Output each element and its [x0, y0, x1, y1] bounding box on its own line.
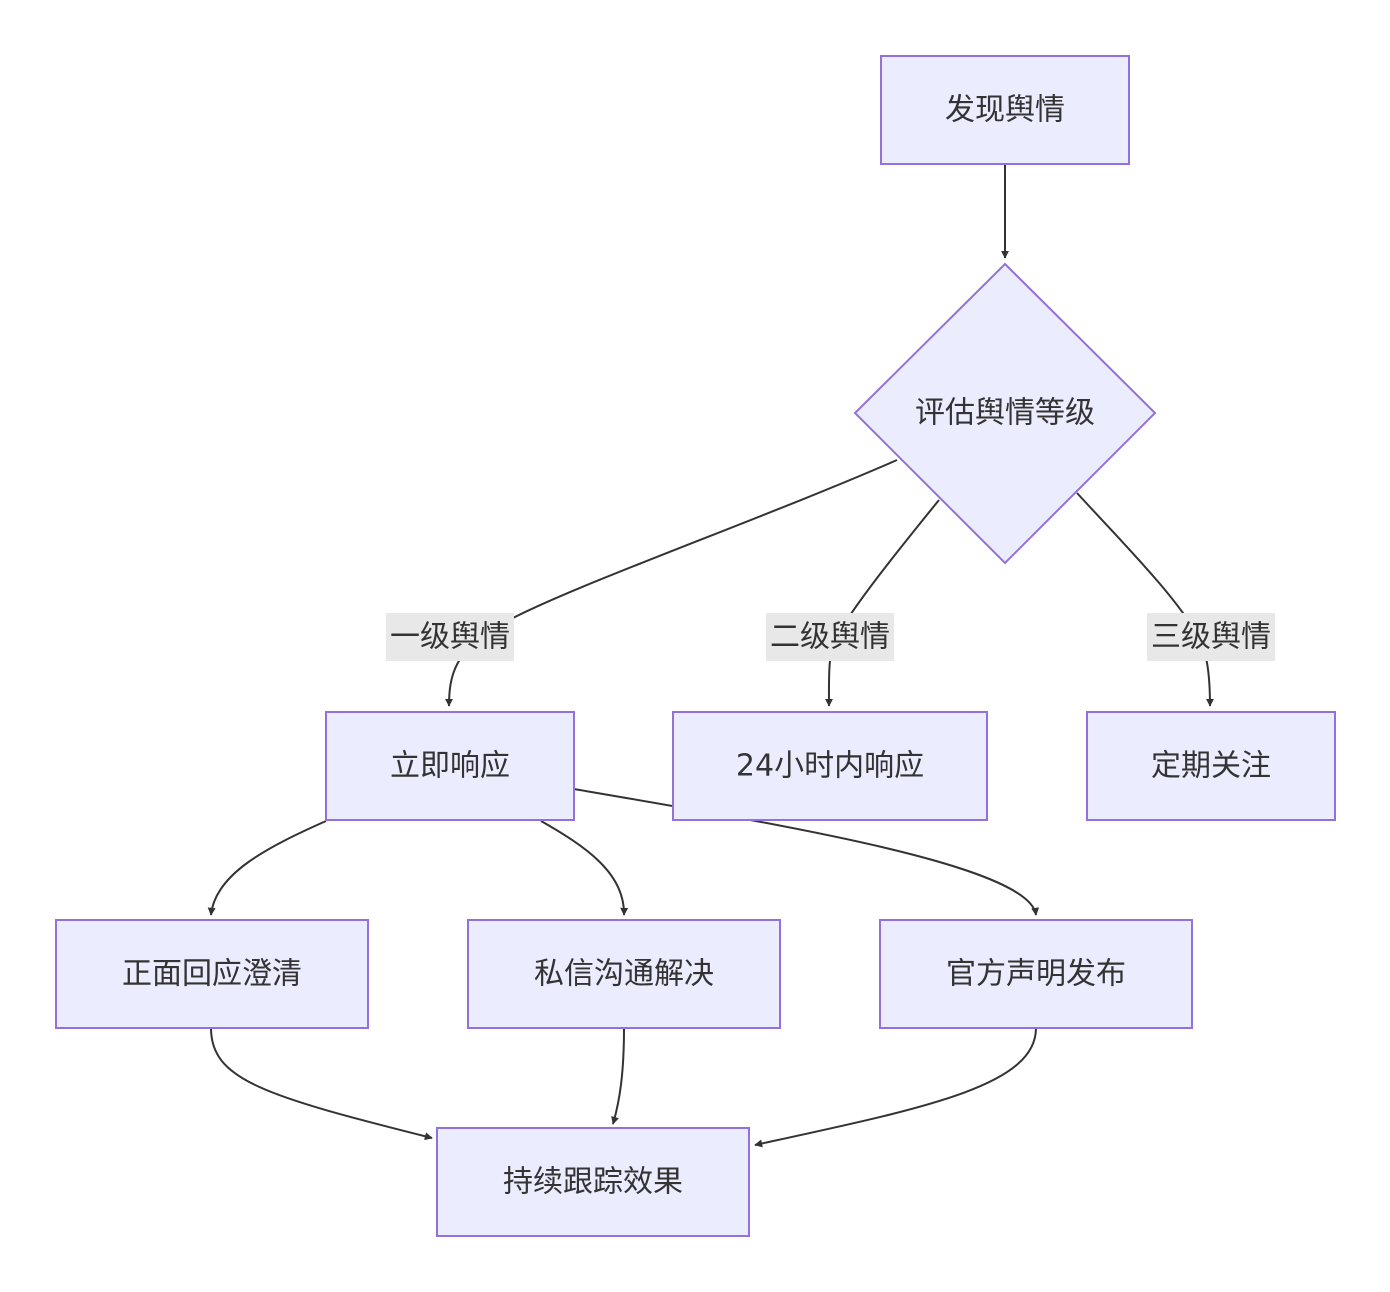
- node-within24h-label: 24小时内响应: [736, 749, 924, 784]
- edge-label-level3-text: 三级舆情: [1151, 620, 1271, 655]
- edge-immediate-to-private: [540, 820, 629, 916]
- node-track[interactable]: 持续跟踪效果: [436, 1127, 750, 1237]
- edge-clarify-to-track: [210, 1027, 433, 1141]
- edge-immediate-to-clarify: [207, 820, 327, 916]
- node-regular[interactable]: 定期关注: [1086, 711, 1336, 821]
- edge-immediate-to-statement: [573, 788, 1040, 916]
- node-track-label: 持续跟踪效果: [503, 1165, 683, 1200]
- edge-label-level1: 一级舆情: [386, 613, 514, 661]
- edge-label-level3: 三级舆情: [1147, 613, 1275, 661]
- edge-assess-to-within24h: [824, 499, 940, 707]
- node-immediate[interactable]: 立即响应: [325, 711, 575, 821]
- edge-statement-to-track: [754, 1027, 1037, 1148]
- node-clarify-label: 正面回应澄清: [122, 957, 302, 992]
- node-clarify[interactable]: 正面回应澄清: [55, 919, 369, 1029]
- edge-label-level2: 二级舆情: [766, 613, 894, 661]
- node-discover-label: 发现舆情: [945, 93, 1065, 128]
- node-private[interactable]: 私信沟通解决: [467, 919, 781, 1029]
- node-assess[interactable]: 评估舆情等级: [853, 262, 1157, 565]
- edge-private-to-track: [611, 1027, 625, 1125]
- node-statement[interactable]: 官方声明发布: [879, 919, 1193, 1029]
- edge-labels: 一级舆情 二级舆情 三级舆情: [386, 613, 1275, 661]
- node-assess-label: 评估舆情等级: [915, 396, 1095, 431]
- edge-label-level2-text: 二级舆情: [770, 620, 890, 655]
- edge-assess-to-immediate: [445, 459, 898, 707]
- node-statement-label: 官方声明发布: [946, 957, 1126, 992]
- edge-label-level1-text: 一级舆情: [390, 620, 510, 655]
- edge-assess-to-regular: [1076, 492, 1214, 707]
- node-discover[interactable]: 发现舆情: [880, 55, 1130, 165]
- node-private-label: 私信沟通解决: [534, 957, 714, 992]
- node-regular-label: 定期关注: [1151, 749, 1271, 784]
- node-immediate-label: 立即响应: [390, 749, 510, 784]
- node-within24h[interactable]: 24小时内响应: [672, 711, 988, 821]
- nodes: 发现舆情 评估舆情等级 立即响应 24小时内响应 定期关注 正面回应澄清 私信沟…: [55, 55, 1336, 1237]
- edges: [207, 164, 1214, 1148]
